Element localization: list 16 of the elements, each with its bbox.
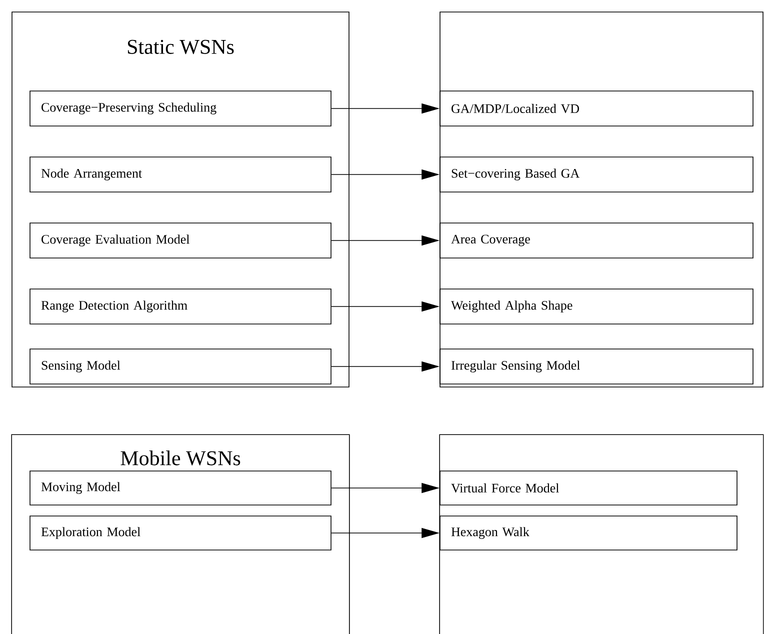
process-box: Coverage−Preserving Scheduling bbox=[30, 90, 332, 126]
process-box: Weighted Alpha Shape bbox=[440, 288, 754, 324]
panel-box bbox=[440, 12, 764, 388]
process-box: GA/MDP/Localized VD bbox=[440, 90, 754, 126]
process-box: Moving Model bbox=[30, 470, 332, 506]
process-box: Irregular Sensing Model bbox=[440, 348, 754, 384]
process-box: Coverage Evaluation Model bbox=[30, 222, 332, 258]
process-box: Area Coverage bbox=[440, 222, 754, 258]
process-box: Hexagon Walk bbox=[440, 516, 738, 550]
process-box: Exploration Model bbox=[30, 516, 332, 550]
panel-box bbox=[439, 434, 764, 634]
process-box: Range Detection Algorithm bbox=[30, 288, 332, 324]
process-box: Virtual Force Model bbox=[440, 470, 738, 506]
process-box: Sensing Model bbox=[30, 348, 332, 384]
process-box: Set−covering Based GA bbox=[440, 156, 754, 192]
process-box: Node Arrangement bbox=[30, 156, 332, 192]
